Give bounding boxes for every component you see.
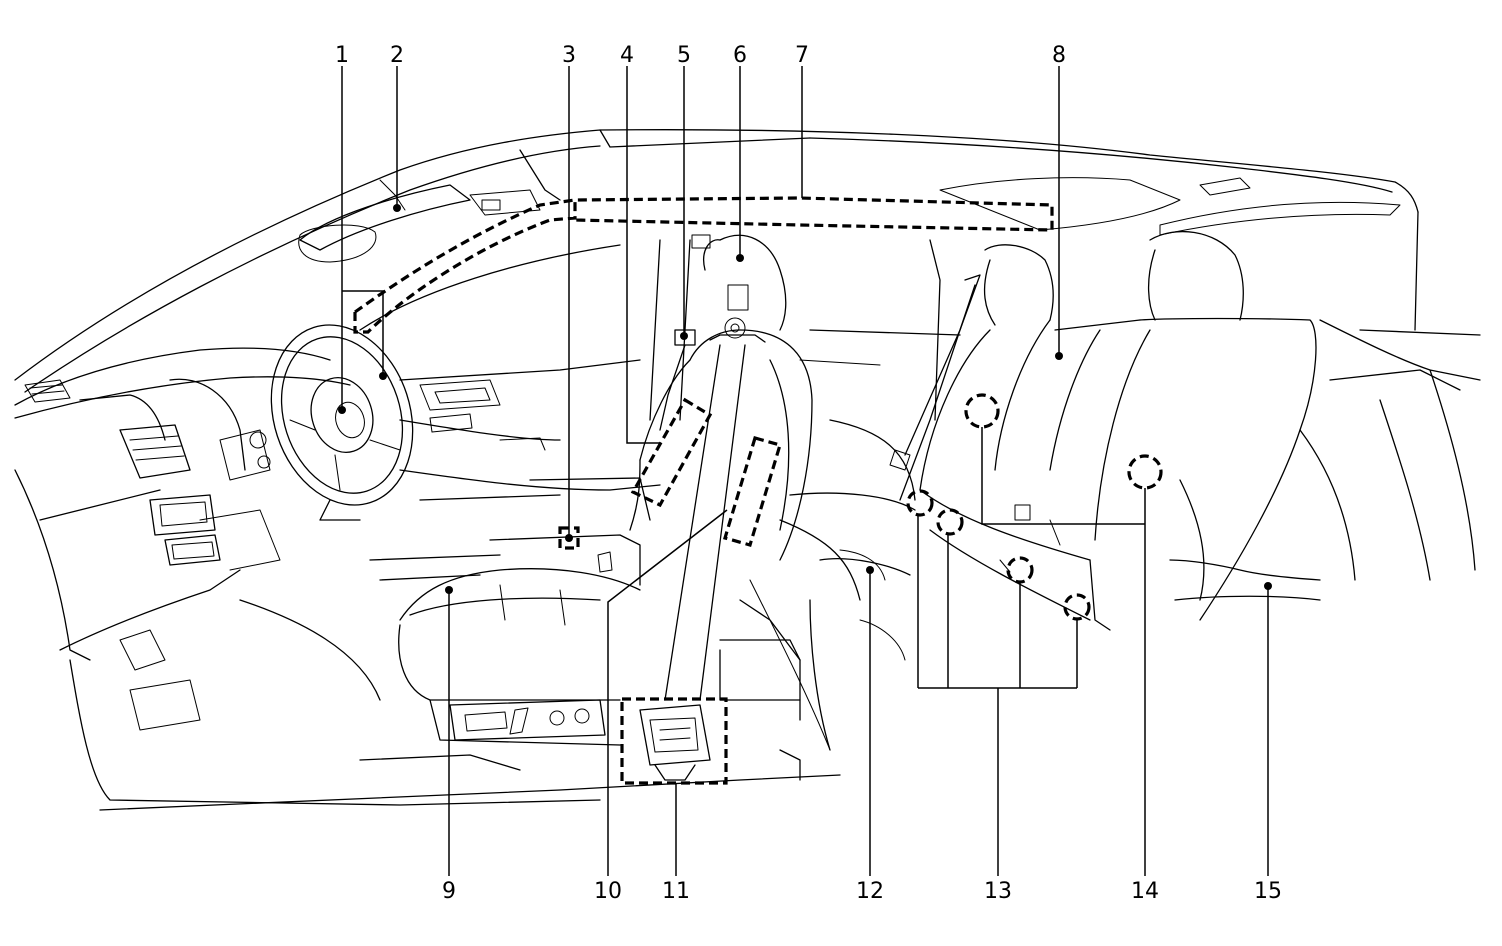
anchor-circle-2 [936, 508, 964, 536]
callout-15: 15 [1254, 879, 1282, 904]
callout-12: 12 [856, 879, 884, 904]
callout-4: 4 [620, 43, 634, 68]
callout-2: 2 [390, 43, 404, 68]
front-door [359, 244, 661, 501]
anchor-circle-4 [1063, 593, 1091, 621]
steering-wheel [270, 324, 414, 521]
seatbelt-buckle [639, 704, 711, 781]
callout-labels: 1 2 3 4 5 6 7 8 9 10 11 12 13 14 15 [335, 43, 1282, 904]
roof-curtain-airbag-outline [353, 196, 1054, 334]
callout-13: 13 [984, 879, 1012, 904]
dashboard [14, 347, 351, 661]
b-pillar [649, 234, 711, 431]
callout-5: 5 [677, 43, 691, 68]
callout-7: 7 [795, 43, 809, 68]
callout-8: 8 [1052, 43, 1066, 68]
rear-door-and-pillar [779, 239, 981, 751]
callout-10: 10 [594, 879, 622, 904]
airbag-highlights [353, 196, 1163, 785]
callout-3: 3 [562, 43, 576, 68]
tether-circle-1 [964, 393, 1000, 429]
callout-11: 11 [662, 879, 690, 904]
side-airbag-outline [630, 397, 713, 508]
floor [69, 579, 841, 811]
anchor-circle-3 [1006, 556, 1034, 584]
front-seat [369, 234, 813, 746]
leader-lines [338, 66, 1272, 876]
buckle-outline [620, 697, 728, 785]
callout-9: 9 [442, 879, 456, 904]
roof-outline [14, 129, 1419, 393]
callout-14: 14 [1131, 879, 1159, 904]
rear-seat [919, 230, 1481, 631]
center-airbag-outline [722, 436, 783, 547]
tether-circle-2 [1127, 454, 1163, 490]
anchor-circle-1 [906, 489, 934, 517]
callout-6: 6 [733, 43, 747, 68]
callout-1: 1 [335, 43, 349, 68]
windshield-area [298, 149, 561, 263]
